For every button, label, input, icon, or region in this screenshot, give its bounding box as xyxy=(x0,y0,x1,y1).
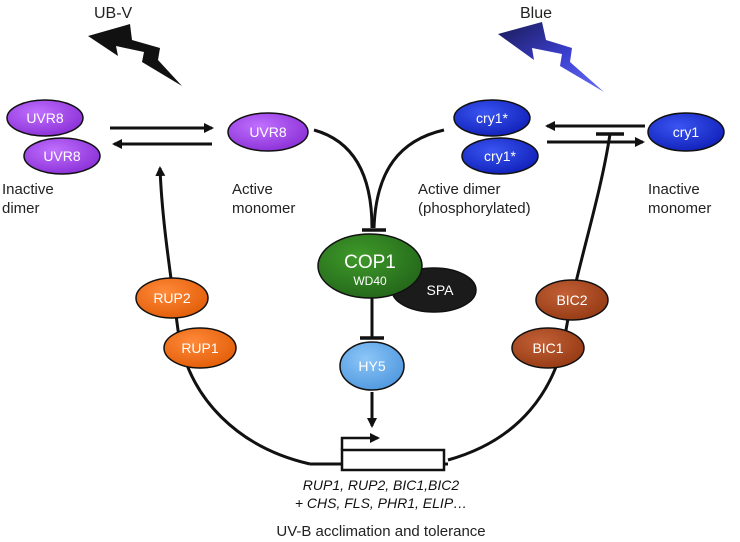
uvr8-active-label-1: Active xyxy=(232,181,273,198)
uvr8-dimer: UVR8 UVR8 xyxy=(6,99,101,175)
uvr8-inactive-label-2: dimer xyxy=(2,200,40,217)
uvr8-dimer-top-label: UVR8 xyxy=(26,110,64,126)
uvr8-dimer-bottom-node xyxy=(23,137,101,175)
uvr8-dimer-top-node xyxy=(6,99,84,137)
bic1-node xyxy=(511,327,585,369)
gene-list-line-2: + CHS, FLS, PHR1, ELIP… xyxy=(295,495,467,511)
rup1-node xyxy=(163,327,237,369)
cry1-dimer-top-node xyxy=(453,99,531,137)
gene-list-line-1: RUP1, RUP2, BIC1,BIC2 xyxy=(303,477,460,493)
rup2-label: RUP2 xyxy=(153,290,191,306)
uvr8-cop1-inhibition-line xyxy=(313,128,374,229)
gene-box xyxy=(340,448,446,472)
cop1-label: COP1 xyxy=(344,252,396,273)
uvb-lightning-icon xyxy=(88,24,182,86)
rup1-label: RUP1 xyxy=(181,340,219,356)
cry-active-label-1: Active dimer xyxy=(418,181,501,198)
cry-inactive-label-2: monomer xyxy=(648,200,711,217)
hy5-node xyxy=(339,341,405,391)
bic1-label: BIC1 xyxy=(532,340,563,356)
spa-label: SPA xyxy=(427,282,455,298)
uvr8-active-label-2: monomer xyxy=(232,200,295,217)
outcome-label: UV-B acclimation and tolerance xyxy=(276,523,485,540)
cry-active-label-2: (phosphorylated) xyxy=(418,200,531,217)
rup-feedback-curve xyxy=(155,166,311,466)
blue-lightning-icon xyxy=(498,22,604,92)
cry1-cop1-inhibition-line xyxy=(372,128,445,229)
transcription-start-arrow xyxy=(340,433,380,450)
uvr8-monomer-label: UVR8 xyxy=(249,124,287,140)
cry1-dimer: cry1* cry1* xyxy=(453,99,539,175)
blue-label: Blue xyxy=(520,5,552,22)
uvr8-inactive-label-1: Inactive xyxy=(2,181,54,198)
cop1-domain-label: WD40 xyxy=(353,274,387,288)
uvr8-monomer-node xyxy=(227,112,309,152)
hy5-label: HY5 xyxy=(358,358,385,374)
cop1-node xyxy=(317,233,423,299)
uvr8-dimer-bottom-label: UVR8 xyxy=(43,148,81,164)
bic2-label: BIC2 xyxy=(556,292,587,308)
rup2-node xyxy=(135,277,209,319)
cry1-dimer-bottom-label: cry1* xyxy=(484,148,516,164)
cry1-dimer-top-label: cry1* xyxy=(476,110,508,126)
cry1-monomer-node xyxy=(647,112,725,152)
bic2-node xyxy=(535,279,609,321)
cry1-dimer-bottom-node xyxy=(461,137,539,175)
cry-inactive-label-1: Inactive xyxy=(648,181,700,198)
cry1-monomer-label: cry1 xyxy=(673,124,700,140)
uvb-label: UB-V xyxy=(94,5,133,22)
